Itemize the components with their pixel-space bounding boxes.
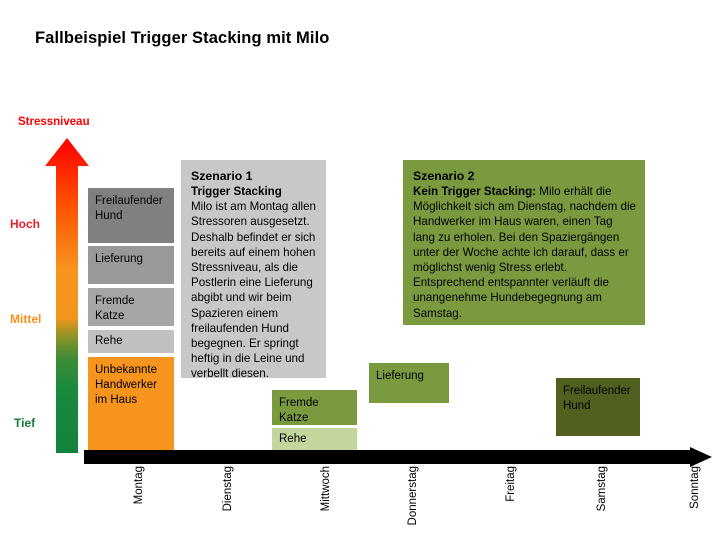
trigger-label: Fremde Katze <box>95 295 135 322</box>
trigger-box-montag-fremde-katze: Fremde Katze <box>88 288 174 326</box>
trigger-box-mittwoch-fremde-katze: Fremde Katze <box>272 390 357 425</box>
y-tick-tief: Tief <box>14 416 36 430</box>
scenario-1-body: Milo ist am Montag allen Stressoren ausg… <box>191 200 317 378</box>
trigger-label: Lieferung <box>376 370 424 382</box>
x-tick-montag: Montag <box>133 466 145 505</box>
x-tick-mittwoch: Mittwoch <box>320 466 332 512</box>
trigger-label: Fremde Katze <box>279 397 319 424</box>
trigger-box-donnerstag-lieferung: Lieferung <box>369 363 449 403</box>
trigger-box-montag-lieferung: Lieferung <box>88 246 174 284</box>
x-tick-samstag: Samstag <box>596 466 608 512</box>
x-tick-sonntag: Sonntag <box>689 466 701 509</box>
trigger-box-montag-rehe: Rehe <box>88 330 174 353</box>
trigger-label: Unbekannte Handwerker im Haus <box>95 364 158 406</box>
trigger-label: Rehe <box>95 335 123 347</box>
x-tick-freitag: Freitag <box>505 466 517 502</box>
y-tick-mittel: Mittel <box>10 312 42 326</box>
trigger-label: Rehe <box>279 433 307 445</box>
page-title: Fallbeispiel Trigger Stacking mit Milo <box>35 29 330 47</box>
x-tick-donnerstag: Donnerstag <box>407 466 419 526</box>
scenario-2-heading: Szenario 2 <box>413 169 475 183</box>
trigger-box-montag-freilaufender-hund: Freilaufender Hund <box>88 188 174 243</box>
trigger-box-samstag-freilaufender-hund: Freilaufender Hund <box>556 378 640 436</box>
scenario-1-panel: Szenario 1 Trigger Stacking Milo ist am … <box>181 160 326 378</box>
trigger-box-montag-unbekannte-handwerker: Unbekannte Handwerker im Haus <box>88 357 174 450</box>
trigger-label: Freilaufender Hund <box>563 385 631 412</box>
scenario-1-subheading: Trigger Stacking <box>191 185 282 198</box>
trigger-box-mittwoch-rehe: Rehe <box>272 428 357 450</box>
scenario-2-body: Milo erhält die Möglichkeit sich am Dien… <box>413 185 636 320</box>
time-axis-arrow-icon <box>84 447 712 467</box>
x-tick-dienstag: Dienstag <box>222 466 234 512</box>
scenario-2-panel: Szenario 2 Kein Trigger Stacking: Milo e… <box>403 160 645 325</box>
trigger-label: Freilaufender Hund <box>95 195 163 222</box>
trigger-label: Lieferung <box>95 253 143 265</box>
y-axis-label: Stressniveau <box>18 116 90 128</box>
scenario-1-heading: Szenario 1 <box>191 169 253 183</box>
y-tick-hoch: Hoch <box>10 217 40 231</box>
scenario-2-subheading: Kein Trigger Stacking: <box>413 185 537 198</box>
stress-level-arrow-icon <box>45 138 89 453</box>
